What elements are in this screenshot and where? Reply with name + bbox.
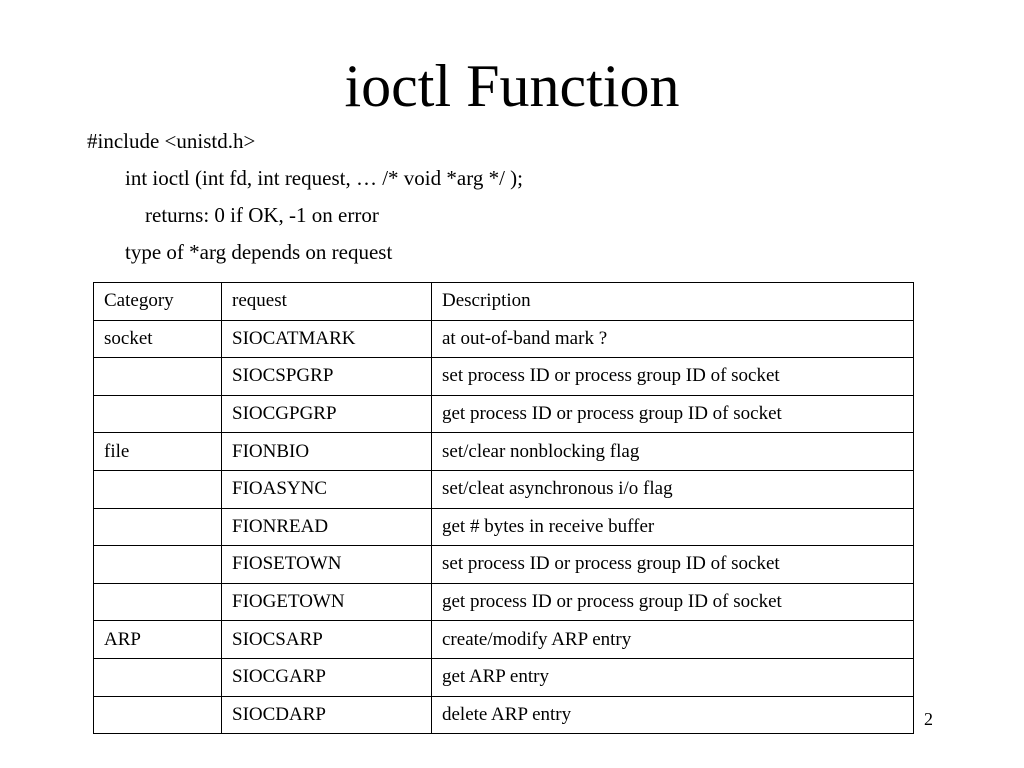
request-cell: SIOCGARP (221, 657, 432, 697)
description-cell: set/cleat asynchronous i/o flag (431, 469, 914, 509)
request-cell: FIONREAD (221, 507, 432, 547)
request-cell: SIOCSARP (221, 620, 432, 659)
description-cell: delete ARP entry (431, 695, 914, 735)
category-cell (93, 582, 222, 622)
table-header-row: Category request Description (93, 282, 914, 321)
arg-type-line: type of *arg depends on request (125, 240, 393, 264)
description-cell: set/clear nonblocking flag (431, 432, 914, 471)
category-cell (93, 695, 222, 735)
description-cell: at out-of-band mark ? (431, 319, 914, 359)
ioctl-prototype-line: int ioctl (int fd, int request, … /* voi… (125, 166, 523, 190)
description-cell: get # bytes in receive buffer (431, 507, 914, 547)
header-category: Category (93, 282, 222, 321)
request-cell: SIOCATMARK (221, 319, 432, 359)
description-cell: set process ID or process group ID of so… (431, 357, 914, 396)
request-cell: FIOASYNC (221, 469, 432, 509)
description-cell: get ARP entry (431, 657, 914, 697)
category-cell: socket (93, 319, 222, 359)
header-request: request (221, 282, 432, 321)
request-cell: SIOCGPGRP (221, 394, 432, 434)
description-cell: create/modify ARP entry (431, 620, 914, 659)
description-cell: get process ID or process group ID of so… (431, 582, 914, 622)
returns-line: returns: 0 if OK, -1 on error (145, 203, 379, 227)
description-cell: set process ID or process group ID of so… (431, 545, 914, 584)
category-cell (93, 469, 222, 509)
category-cell: ARP (93, 620, 222, 659)
category-cell (93, 507, 222, 547)
category-cell (93, 657, 222, 697)
category-cell (93, 394, 222, 434)
category-cell (93, 357, 222, 396)
slide-title: ioctl Function (344, 53, 680, 119)
category-cell (93, 545, 222, 584)
request-cell: FIOSETOWN (221, 545, 432, 584)
include-line: #include <unistd.h> (87, 129, 256, 153)
description-cell: get process ID or process group ID of so… (431, 394, 914, 434)
request-cell: FIONBIO (221, 432, 432, 471)
request-cell: SIOCDARP (221, 695, 432, 735)
request-cell: FIOGETOWN (221, 582, 432, 622)
page-number: 2 (924, 709, 933, 729)
request-cell: SIOCSPGRP (221, 357, 432, 396)
category-cell: file (93, 432, 222, 471)
header-description: Description (431, 282, 914, 321)
